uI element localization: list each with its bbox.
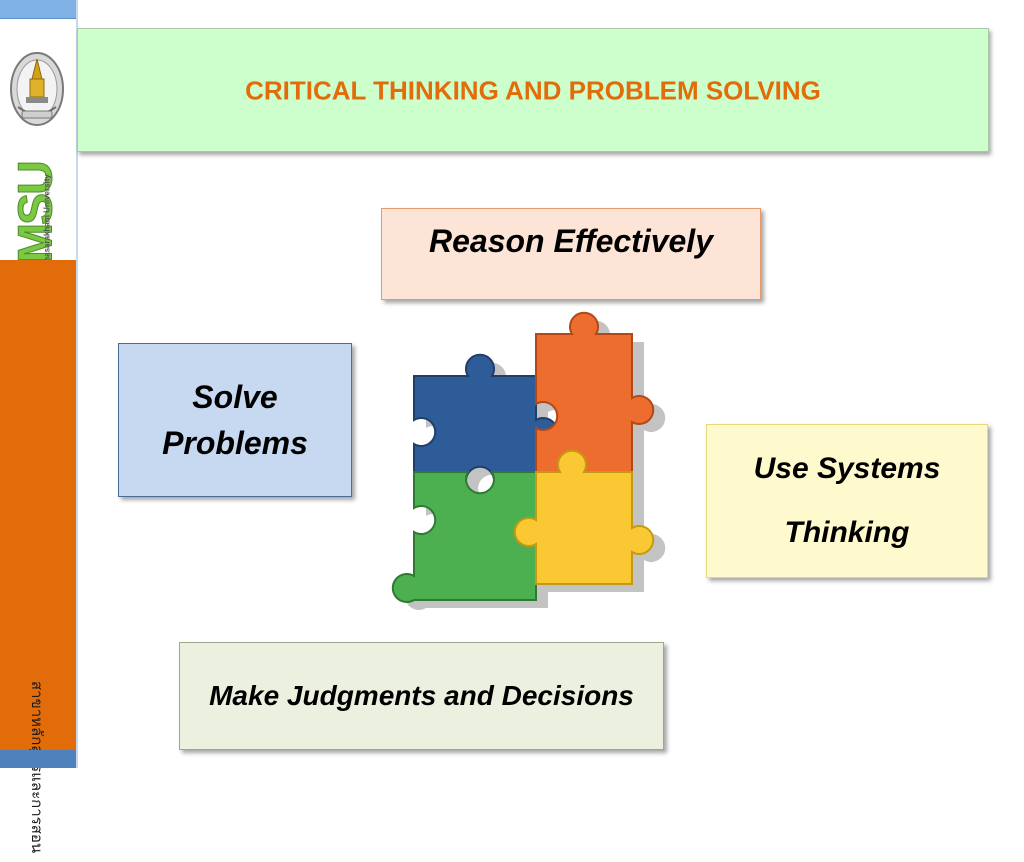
- university-crest-icon: [10, 52, 64, 126]
- make-judgments-box: Make Judgments and Decisions: [179, 642, 664, 750]
- solve-problems-box: Solve Problems: [118, 343, 352, 497]
- solve-problems-line2: Problems: [162, 425, 308, 461]
- reason-effectively-box: Reason Effectively: [381, 208, 761, 300]
- use-systems-thinking-box: Use Systems Thinking: [706, 424, 988, 578]
- logo-area: MSU Mahasarakham University: [0, 19, 78, 273]
- reason-effectively-label: Reason Effectively: [429, 223, 713, 259]
- sidebar: MSU Mahasarakham University สาขาหลักสูตร…: [0, 0, 78, 853]
- sidebar-bottom-band: [0, 750, 78, 768]
- puzzle-piece-orange: [535, 311, 655, 473]
- sidebar-divider: [76, 0, 78, 768]
- puzzle-piece-yellow: [513, 449, 655, 585]
- puzzle-pieces-icon: [391, 311, 666, 610]
- solve-problems-line1: Solve: [192, 379, 278, 415]
- sidebar-orange-band: สาขาหลักสูตรและการสอน: [0, 260, 78, 853]
- slide-title: CRITICAL THINKING AND PROBLEM SOLVING: [245, 75, 821, 106]
- sidebar-top-band: [0, 0, 78, 19]
- use-systems-thinking-line2: Thinking: [784, 516, 910, 549]
- make-judgments-label: Make Judgments and Decisions: [209, 680, 634, 711]
- msu-logo-text: MSU: [9, 162, 63, 264]
- title-banner: CRITICAL THINKING AND PROBLEM SOLVING: [77, 28, 989, 152]
- msu-logo: MSU Mahasarakham University: [9, 137, 63, 277]
- use-systems-thinking-line1: Use Systems: [753, 452, 941, 485]
